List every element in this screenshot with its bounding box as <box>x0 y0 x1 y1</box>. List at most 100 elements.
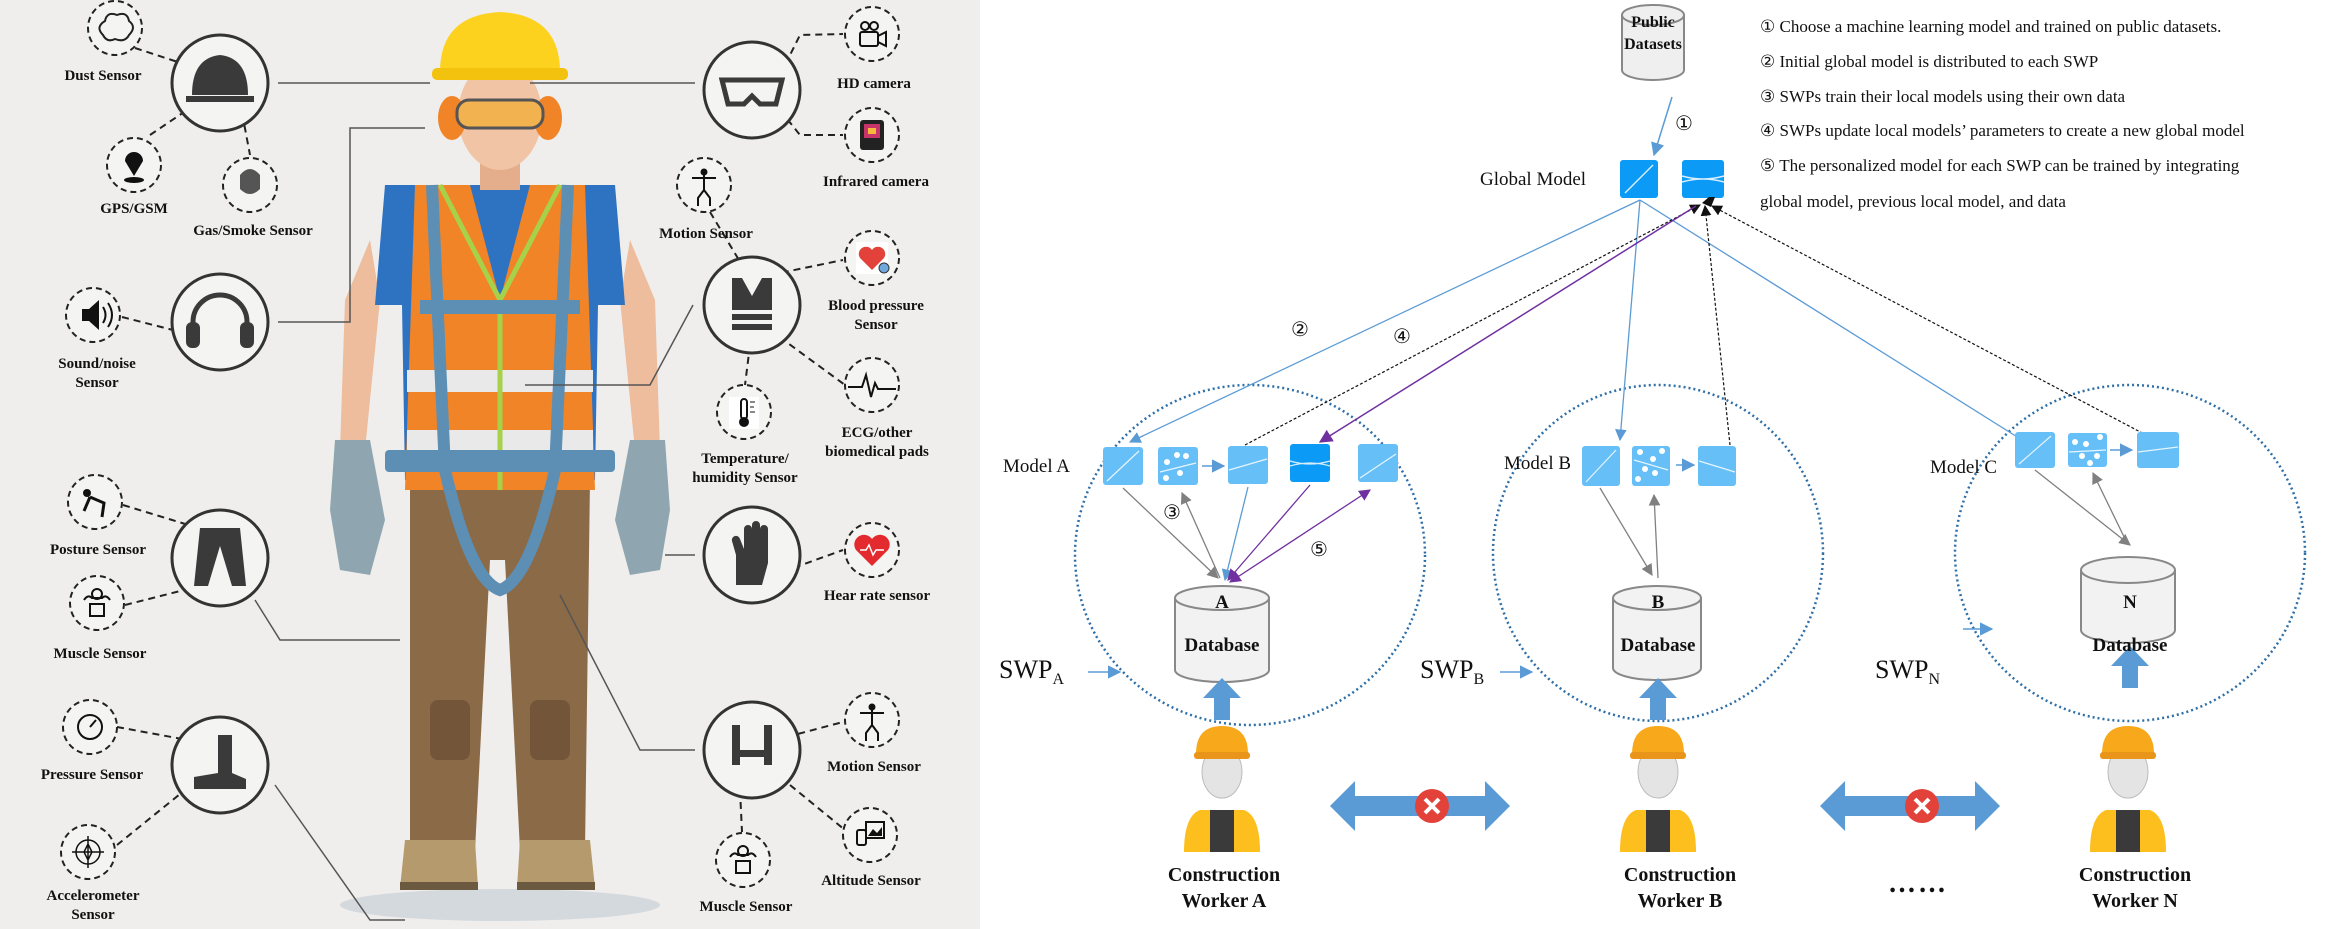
model-b-label: Model B <box>1504 453 1572 474</box>
map-pin-icon <box>125 152 143 176</box>
posture-sensor-label: Posture Sensor <box>50 542 146 558</box>
db-n-letter: N <box>2123 592 2137 613</box>
public-datasets-label: Public Datasets <box>1624 12 1682 56</box>
model-c-boxes <box>2015 432 2179 468</box>
model-a-arrows <box>1122 484 1371 583</box>
worker-n-line2: Worker N <box>2092 890 2178 912</box>
swp-a-label: SWPA <box>999 655 1064 689</box>
infrared-camera-label: Infrared camera <box>823 174 929 190</box>
worker-a-line1: Construction <box>1167 864 1281 886</box>
hd-camera-label: HD camera <box>837 76 911 92</box>
step-2: ② Initial global model is distributed to… <box>1760 52 2098 72</box>
thermometer-icon <box>729 397 759 429</box>
muscle-sensor-label-right: Muscle Sensor <box>699 899 793 915</box>
public-datasets-line1: Public <box>1631 14 1675 31</box>
db-b-label: Database <box>1620 635 1696 656</box>
step-2-text: Initial global model is distributed to e… <box>1779 52 2099 71</box>
gas-mask-icon <box>240 169 260 194</box>
motion-sensor-label-top: Motion Sensor <box>659 226 753 242</box>
temp-label-line1: Temperature/ <box>701 451 789 467</box>
hub-icons <box>186 55 786 789</box>
worker-b-line1: Construction <box>1623 864 1737 886</box>
worker-a-line2: Worker A <box>1181 890 1267 912</box>
accelerometer-label-line1: Accelerometer <box>46 888 140 904</box>
global-model <box>1620 160 1725 207</box>
step-2-num: ② <box>1760 52 1776 71</box>
swp-b-main: SWP <box>1420 655 1474 684</box>
heart-rate-label: Hear rate sensor <box>823 588 931 604</box>
model-b-boxes <box>1582 446 1736 486</box>
swp-b-boundary <box>1491 383 1825 723</box>
glove-icon <box>731 521 768 585</box>
worker-illustration <box>60 0 900 921</box>
muscle-icon <box>83 588 111 617</box>
step-3-num: ③ <box>1760 87 1776 106</box>
step-4-num: ④ <box>1760 121 1776 140</box>
step-1: ① Choose a machine learning model and tr… <box>1760 17 2221 37</box>
right-boot <box>517 840 595 888</box>
worker-avatar <box>1620 726 1696 852</box>
ecg-wave-icon <box>848 371 896 398</box>
model-c-label: Model C <box>1930 457 1998 478</box>
step3-marker: ③ <box>1163 500 1181 524</box>
no-share-arrow-ab <box>1330 781 1510 831</box>
gas-sensor-label: Gas/Smoke Sensor <box>193 223 313 239</box>
upload-arrows <box>1203 646 2149 720</box>
pressure-gauge-icon <box>77 714 103 740</box>
blood-pressure-label: Blood pressure Sensor <box>828 297 924 335</box>
muscle-sensor-label-left: Muscle Sensor <box>53 646 147 662</box>
db-n-label: Database <box>2092 635 2168 656</box>
safety-glasses-icon <box>718 77 786 107</box>
worker-avatar <box>2090 726 2166 852</box>
db-a-letter: A <box>1215 592 1229 613</box>
step-4-text: SWPs update local models’ parameters to … <box>1779 121 2245 140</box>
bp-label-line1: Blood pressure <box>828 298 924 314</box>
swp-n-main: SWP <box>1875 655 1929 684</box>
swp-pointer-arrows <box>1088 622 1994 679</box>
compass-icon <box>72 836 104 868</box>
step-1-text: Choose a machine learning model and trai… <box>1779 17 2222 36</box>
swp-b-label: SWPB <box>1420 655 1484 689</box>
global-to-personal-arrow <box>1318 205 1697 443</box>
motion-sensor-label-bottom: Motion Sensor <box>827 759 921 775</box>
step-5-num: ⑤ <box>1760 156 1776 175</box>
worker-n-line1: Construction <box>2078 864 2192 886</box>
altitude-sensor-label: Altitude Sensor <box>821 873 921 889</box>
temperature-label: Temperature/ humidity Sensor <box>692 450 797 488</box>
floor-shadow <box>340 889 660 921</box>
database-a <box>1174 585 1270 683</box>
more-workers-ellipsis: …… <box>1888 868 1948 899</box>
muscle-icon <box>729 845 757 874</box>
swp-a-boundary <box>1073 383 1427 727</box>
sound-label-line2: Sensor <box>75 375 119 391</box>
step2-marker: ② <box>1291 317 1309 341</box>
public-datasets-cylinder <box>1621 4 1685 81</box>
step5-marker: ⑤ <box>1310 537 1328 561</box>
harness-belt <box>385 450 615 472</box>
heart-pulse-icon <box>854 534 890 566</box>
step1-marker: ① <box>1675 111 1693 135</box>
dust-sensor-label: Dust Sensor <box>64 68 142 84</box>
no-share-arrow-bn <box>1820 781 2000 831</box>
video-camera-icon <box>859 21 887 48</box>
blood-pressure-icon <box>856 242 890 274</box>
left-glove <box>330 440 385 575</box>
step-5-continued: global model, previous local model, and … <box>1760 192 2066 211</box>
worker-n-label: Construction Worker N <box>2079 862 2191 914</box>
swp-n-sub: N <box>1928 671 1941 689</box>
safety-vest-icon <box>732 278 772 330</box>
dust-cloud-icon <box>98 12 134 42</box>
pressure-sensor-label: Pressure Sensor <box>40 767 144 783</box>
gps-label: GPS/GSM <box>100 201 168 217</box>
step-3: ③ SWPs train their local models using th… <box>1760 87 2125 107</box>
worker-b-line2: Worker B <box>1637 890 1723 912</box>
ecg-label: ECG/other biomedical pads <box>825 424 929 462</box>
left-boot <box>400 840 478 888</box>
model-b-arrows <box>1599 487 1661 579</box>
database-n <box>2080 556 2176 644</box>
step1-arrow <box>1651 96 1673 157</box>
public-datasets-line2: Datasets <box>1624 36 1682 53</box>
global-model-label: Global Model <box>1480 169 1587 190</box>
model-a-boxes <box>1103 444 1398 485</box>
